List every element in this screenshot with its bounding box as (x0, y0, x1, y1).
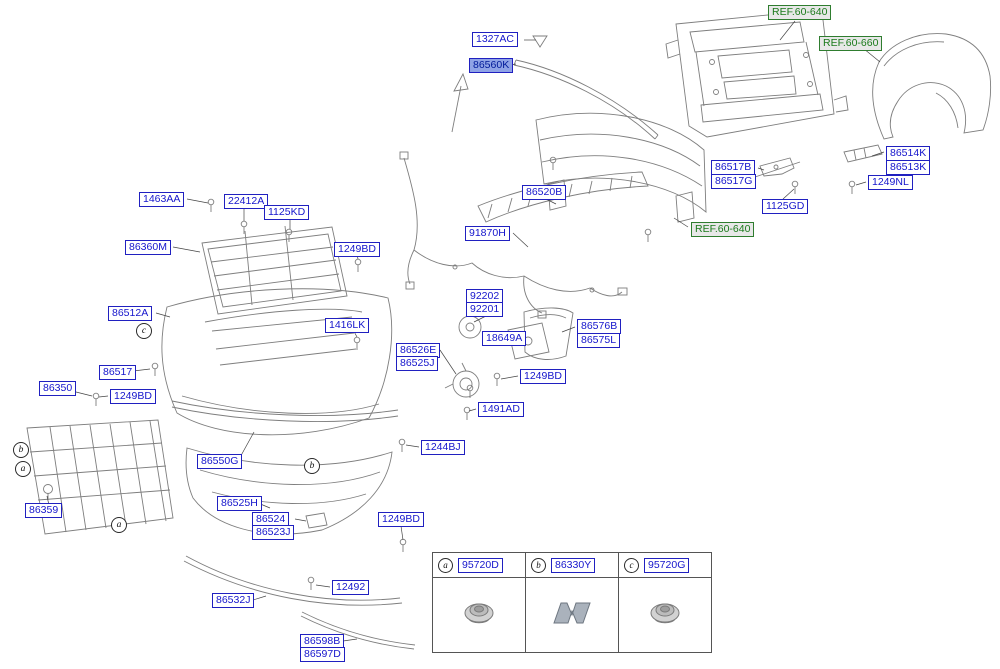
legend-letter-b: b (531, 557, 546, 573)
part-label-1249bd-38[interactable]: 1249BD (378, 512, 424, 527)
legend-table: a 95720D b 86330Y c 95720G (432, 552, 712, 653)
leader-lines-art (46, 20, 885, 642)
part-label-86517-27[interactable]: 86517 (99, 365, 137, 380)
legend-letter-c: c (624, 557, 639, 573)
part-label-86525h-35[interactable]: 86525H (217, 496, 262, 511)
fog-area-parts-art (444, 301, 574, 398)
part-label-86517b-7[interactable]: 86517B (711, 160, 756, 175)
part-label-1249nl-6[interactable]: 1249NL (868, 175, 913, 190)
part-label-1249bd-28[interactable]: 1249BD (520, 369, 566, 384)
callout-b-3: b (304, 458, 320, 474)
upper-strip-art (513, 59, 659, 140)
part-label-86517g-8[interactable]: 86517G (711, 174, 757, 189)
parking-sensor-icon (464, 603, 494, 623)
legend-icon-cell-c (618, 577, 712, 653)
legend-icon-cell-b (525, 577, 619, 653)
callout-c-0: c (136, 323, 152, 339)
part-label-1125gd-9[interactable]: 1125GD (762, 199, 809, 214)
part-label-1327ac-0[interactable]: 1327AC (472, 32, 518, 47)
part-label-1416lk-19[interactable]: 1416LK (325, 318, 370, 333)
part-label-86520b-11[interactable]: 86520B (522, 185, 567, 200)
part-label-86360m-16[interactable]: 86360M (125, 240, 171, 255)
part-label-86359-34[interactable]: 86359 (25, 503, 63, 518)
fender-art (872, 33, 992, 140)
radiator-support-art (665, 10, 849, 138)
part-label-86514k-4[interactable]: 86514K (886, 146, 931, 161)
wiring-harness-art (399, 151, 628, 319)
n-emblem-icon (553, 602, 591, 623)
part-label-86550g-33[interactable]: 86550G (197, 454, 243, 469)
part-label-86576b-23[interactable]: 86576B (577, 319, 622, 334)
radiator-grille-art (201, 225, 348, 315)
part-label-ref-60-640-10[interactable]: REF.60-640 (691, 222, 755, 237)
callout-a-4: a (111, 517, 127, 533)
part-label-86560k-1[interactable]: 86560K (469, 58, 514, 73)
lower-mesh-grille-art (26, 419, 174, 535)
part-label-92202-20[interactable]: 92202 (466, 289, 504, 304)
part-label-12492-39[interactable]: 12492 (332, 580, 370, 595)
part-label-92201-21[interactable]: 92201 (466, 302, 504, 317)
legend-header-c: c 95720G (618, 552, 712, 578)
part-label-18649a-22[interactable]: 18649A (482, 331, 527, 346)
part-label-86575l-24[interactable]: 86575L (577, 333, 621, 348)
part-label-1125kd-15[interactable]: 1125KD (264, 205, 310, 220)
part-label-86532j-40[interactable]: 86532J (212, 593, 255, 608)
part-label-86525j-26[interactable]: 86525J (396, 356, 439, 371)
part-label-86597d-42[interactable]: 86597D (300, 647, 345, 662)
part-label-ref-60-660-3[interactable]: REF.60-660 (819, 36, 883, 51)
part-label-1244bj-32[interactable]: 1244BJ (421, 440, 465, 455)
part-label-1463aa-13[interactable]: 1463AA (139, 192, 185, 207)
legend-part-c[interactable]: 95720G (644, 557, 690, 573)
legend-part-b[interactable]: 86330Y (551, 557, 596, 573)
legend-header-a: a 95720D (432, 552, 526, 578)
part-label-ref-60-640-2[interactable]: REF.60-640 (768, 5, 832, 20)
bumper-beam-art (477, 112, 707, 223)
part-label-86513k-5[interactable]: 86513K (886, 160, 931, 175)
legend-icon-cell-a (432, 577, 526, 653)
part-label-1249bd-17[interactable]: 1249BD (334, 242, 380, 257)
part-label-86598b-41[interactable]: 86598B (300, 634, 345, 649)
highlight-arrow (451, 72, 469, 133)
legend-letter-a: a (438, 557, 453, 573)
parking-sensor-icon (650, 603, 680, 623)
part-label-1249bd-30[interactable]: 1249BD (110, 389, 156, 404)
bumper-cover-upper-art (161, 288, 393, 436)
part-label-91870h-12[interactable]: 91870H (465, 226, 510, 241)
legend-header-b: b 86330Y (525, 552, 619, 578)
part-label-86512a-18[interactable]: 86512A (108, 306, 153, 321)
part-label-86523j-37[interactable]: 86523J (252, 525, 295, 540)
bumper-strip-art (171, 400, 399, 422)
callout-b-1: b (13, 442, 29, 458)
part-label-1491ad-31[interactable]: 1491AD (478, 402, 524, 417)
callout-a-2: a (15, 461, 31, 477)
side-brackets-art (751, 144, 883, 179)
legend-part-a[interactable]: 95720D (458, 557, 503, 573)
trim-strips-art (183, 555, 416, 650)
part-label-22412a-14[interactable]: 22412A (224, 194, 269, 209)
part-label-86350-29[interactable]: 86350 (39, 381, 77, 396)
